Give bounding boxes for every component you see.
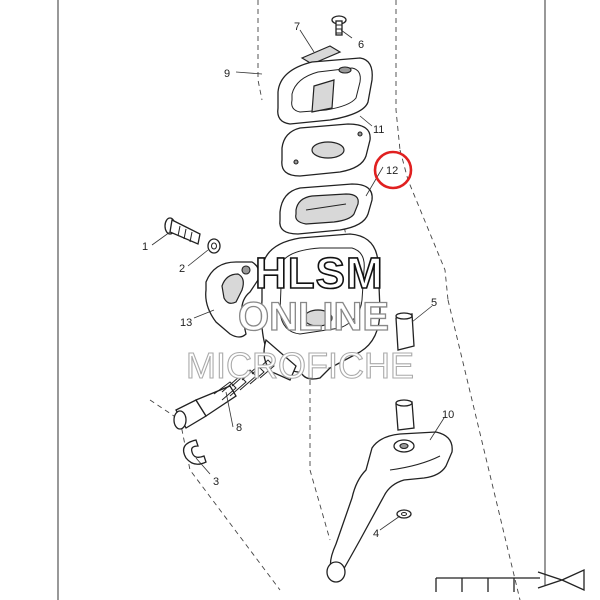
part-4-nut: [396, 509, 412, 519]
label-part-11: 11: [373, 124, 384, 136]
assembly-dashed-outline: [149, 0, 521, 600]
watermark: HLSM ONLINE MICROFICHE: [185, 248, 414, 386]
part-13-clamp: [205, 261, 260, 338]
watermark-line-1: HLSM: [255, 249, 384, 298]
callout-labels: 1 2 3 4 5 6 7 8 9 10 11 12 13: [142, 21, 454, 540]
watermark-line-3: MICROFICHE: [186, 345, 414, 386]
label-part-12: 12: [386, 165, 398, 177]
label-part-7: 7: [294, 21, 300, 33]
part-10-bushing: [395, 399, 415, 431]
part-9-reservoir-cover: [277, 57, 373, 125]
label-part-4: 4: [373, 528, 379, 540]
part-11-plate: [281, 123, 371, 177]
label-part-10: 10: [442, 409, 454, 421]
part-2-washer: [207, 238, 221, 254]
label-part-9: 9: [224, 68, 230, 80]
label-part-13: 13: [180, 317, 192, 329]
label-part-3: 3: [213, 476, 219, 488]
part-6-screw: [331, 15, 347, 36]
label-part-5: 5: [431, 297, 437, 309]
part-3-circlip: [182, 439, 207, 465]
part-12-diaphragm: [279, 183, 373, 235]
label-part-8: 8: [236, 422, 242, 434]
highlight-circle: [373, 150, 413, 190]
label-part-2: 2: [179, 263, 185, 275]
watermark-line-2: ONLINE: [238, 295, 389, 339]
label-part-6: 6: [358, 39, 364, 51]
label-part-1: 1: [142, 241, 148, 253]
part-1-bolt: [164, 217, 201, 245]
master-cylinder-body: [260, 233, 381, 381]
part-7-pad: [300, 45, 342, 65]
leader-lines: [151, 29, 445, 531]
scale-bar: [435, 568, 585, 592]
part-10-lever: [326, 431, 453, 583]
part-5-pin: [395, 312, 415, 351]
